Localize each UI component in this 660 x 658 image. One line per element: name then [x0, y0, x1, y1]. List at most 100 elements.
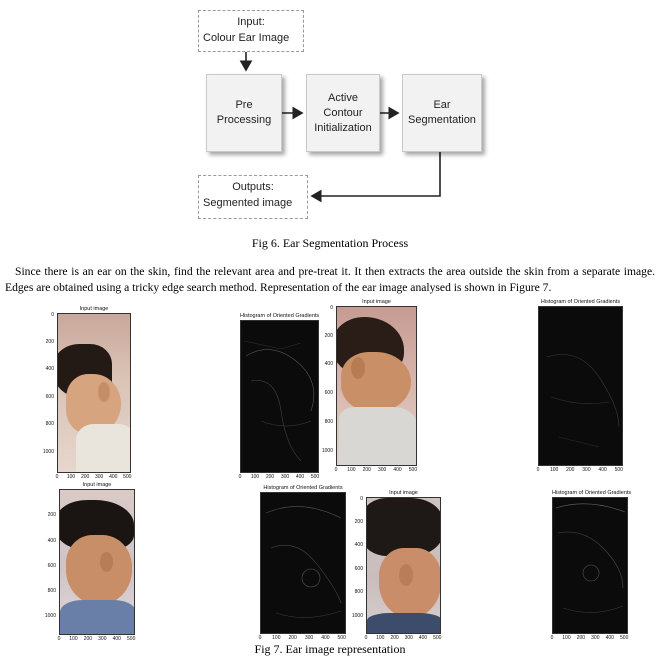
body-paragraph: Since there is an ear on the skin, find … [5, 265, 655, 294]
x-tick: 100 [69, 636, 78, 642]
input-box-title: Input: [237, 16, 265, 28]
fig7-caption: Fig 7. Ear image representation [254, 642, 406, 656]
x-tick: 400 [112, 636, 121, 642]
fig6-caption: Fig 6. Ear Segmentation Process [251, 236, 409, 250]
x-tick: 200 [80, 474, 90, 480]
clothes-shape [60, 600, 134, 634]
fig7-panel-input-2: Input image 0 200 400 600 800 1000 0 100… [322, 299, 417, 473]
x-tick: 500 [337, 635, 346, 641]
input-box: Input: Colour Ear Image [198, 10, 304, 52]
x-tick: 100 [562, 635, 571, 641]
hog-edges [546, 354, 620, 448]
fig7-panel-hog-3: Histogram of Oriented Gradients 0 100 20… [259, 485, 346, 641]
x-tick: 0 [55, 474, 59, 480]
x-tick: 500 [123, 474, 132, 480]
clothes-shape [76, 424, 130, 472]
step-active-contour: Active Contour Initialization [306, 74, 380, 152]
y-tick: 1000 [321, 448, 333, 454]
y-tick: 200 [354, 519, 363, 525]
x-ticks: 0 100 200 300 400 500 [238, 474, 320, 481]
photo-frame [59, 489, 135, 635]
x-tick: 400 [393, 467, 402, 473]
panel-title: Histogram of Oriented Gradients [240, 313, 320, 319]
y-tick: 200 [324, 333, 333, 339]
y-tick: 0 [360, 496, 363, 502]
x-tick: 0 [334, 467, 338, 473]
y-tick: 200 [47, 512, 56, 518]
x-tick: 200 [566, 467, 575, 473]
ear-shape [100, 552, 113, 572]
y-tick: 1000 [44, 613, 56, 619]
panel-title: Histogram of Oriented Gradients [552, 490, 632, 496]
x-tick: 0 [258, 635, 262, 641]
photo-frame [336, 306, 417, 466]
x-tick: 300 [582, 467, 591, 473]
x-ticks: 0 100 200 300 400 500 [57, 636, 136, 643]
x-tick: 100 [66, 474, 76, 480]
fig7-panel-hog-4: Histogram of Oriented Gradients 0 100 20… [551, 490, 632, 641]
y-tick: 400 [324, 361, 333, 367]
y-tick: 600 [45, 394, 54, 400]
hog-edges [243, 340, 315, 462]
x-tick: 400 [109, 474, 118, 480]
fig7-panel-input-1: Input image 0 200 400 600 800 1000 0 100… [43, 306, 132, 480]
step-preprocessing: Pre Processing [206, 74, 282, 152]
x-ticks: 0 100 200 300 400 500 [364, 635, 442, 642]
fig7-panel-input-4: Input image 0 200 400 600 800 1000 0 100… [352, 490, 442, 641]
hog-frame [552, 497, 628, 634]
ear-shape [351, 357, 365, 379]
arrow-seg-to-output [310, 152, 441, 203]
clothes-shape [339, 407, 416, 465]
y-tick: 200 [45, 339, 54, 345]
output-box-text: Segmented image [203, 197, 293, 209]
x-tick: 500 [433, 635, 442, 641]
x-tick: 300 [95, 474, 104, 480]
x-tick: 0 [57, 636, 61, 642]
face-shape [66, 535, 132, 605]
x-tick: 500 [620, 635, 629, 641]
x-tick: 500 [310, 474, 320, 480]
y-tick: 800 [45, 421, 54, 427]
clothes-shape [367, 613, 440, 633]
panel-title: Input image [389, 490, 418, 496]
x-tick: 400 [605, 635, 614, 641]
x-tick: 100 [250, 474, 260, 480]
y-tick: 600 [354, 566, 363, 572]
y-tick: 0 [330, 305, 333, 311]
x-tick: 0 [238, 474, 242, 480]
hog-edges [265, 506, 342, 618]
hog-frame [240, 320, 319, 473]
hair-shape [367, 498, 440, 556]
x-tick: 200 [288, 635, 297, 641]
x-tick: 400 [295, 474, 305, 480]
y-tick: 400 [47, 538, 56, 544]
step-active-contour-label: Active Contour Initialization [314, 91, 372, 134]
y-tick: 400 [45, 366, 54, 372]
ear-shape [399, 564, 413, 586]
x-tick: 0 [550, 635, 554, 641]
output-box: Outputs: Segmented image [198, 175, 308, 219]
y-tick: 600 [324, 390, 333, 396]
fig7-panel-hog-2: Histogram of Oriented Gradients 0 100 20… [537, 299, 623, 473]
hog-frame [260, 492, 346, 634]
x-tick: 0 [364, 635, 368, 641]
x-ticks: 0 100 200 300 400 500 [258, 635, 346, 642]
y-tick: 0 [51, 312, 54, 318]
x-tick: 200 [362, 467, 371, 473]
output-box-title: Outputs: [232, 181, 274, 193]
x-tick: 300 [404, 635, 413, 641]
y-tick: 800 [324, 419, 333, 425]
x-tick: 0 [536, 467, 540, 473]
y-tick: 800 [47, 588, 56, 594]
y-tick: 1000 [42, 449, 54, 455]
y-tick: 600 [47, 563, 56, 569]
x-tick: 300 [304, 635, 314, 641]
x-tick: 200 [576, 635, 586, 641]
step-ear-segmentation: Ear Segmentation [402, 74, 482, 152]
panel-title: Histogram of Oriented Gradients [263, 485, 343, 491]
panel-title: Input image [79, 306, 109, 312]
x-ticks: 0 100 200 300 400 500 [55, 474, 132, 481]
x-tick: 400 [321, 635, 330, 641]
step-ear-segmentation-label: Ear Segmentation [408, 99, 476, 126]
x-tick: 100 [549, 467, 559, 473]
